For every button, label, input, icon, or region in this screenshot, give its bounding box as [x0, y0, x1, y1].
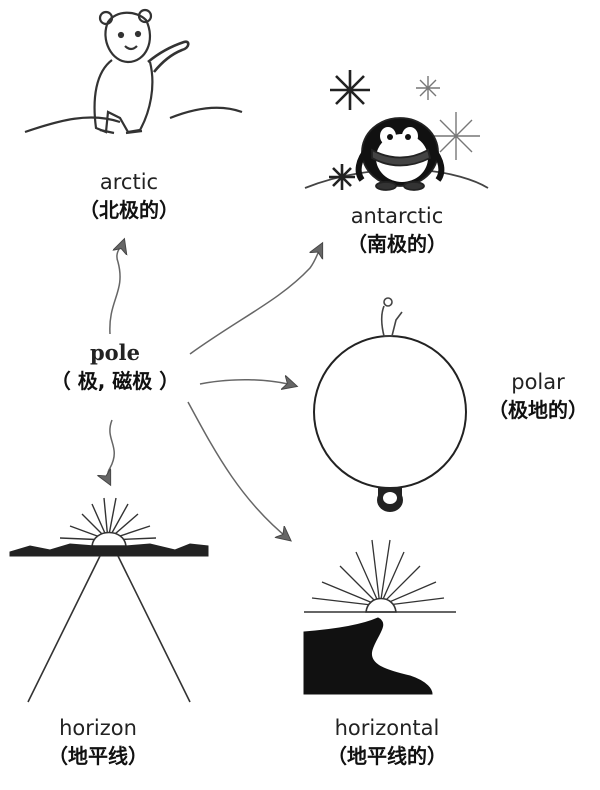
pole-gloss: （ 极, 磁极 ）: [50, 369, 180, 393]
globe-illustration: [313, 297, 467, 512]
arrow-to-arctic: [109, 240, 124, 335]
penguin-illustration: [304, 70, 489, 191]
antarctic-word: antarctic: [350, 204, 444, 228]
horizon-illustration: [9, 497, 209, 703]
antarctic-node: antarctic （南极的）: [322, 204, 472, 257]
arrow-to-horizontal: [187, 401, 290, 540]
arctic-node: arctic （北极的）: [74, 170, 184, 223]
polar-bear-illustration: [24, 8, 243, 135]
horizontal-word: horizontal: [334, 716, 440, 740]
horizontal-node: horizontal （地平线的）: [302, 716, 472, 769]
antarctic-gloss: （南极的）: [347, 232, 447, 256]
arctic-word: arctic: [99, 170, 159, 194]
arrow-to-horizon: [108, 419, 115, 484]
polar-gloss: （极地的）: [488, 398, 588, 422]
horizon-gloss: （地平线）: [48, 744, 148, 768]
arctic-gloss: （北极的）: [79, 198, 179, 222]
arrows: [108, 240, 322, 540]
horizon-word: horizon: [59, 716, 137, 740]
polar-word: polar: [511, 370, 565, 394]
horizontal-gloss: （地平线的）: [327, 744, 447, 768]
arrow-to-polar: [199, 380, 296, 386]
pole-node: pole （ 极, 磁极 ）: [40, 340, 190, 394]
horizon-node: horizon （地平线）: [28, 716, 168, 769]
arrow-to-antarctic: [189, 244, 322, 355]
polar-node: polar （极地的）: [478, 370, 598, 423]
horizontal-sunrise-illustration: [303, 539, 456, 695]
pole-word: pole: [89, 340, 141, 365]
